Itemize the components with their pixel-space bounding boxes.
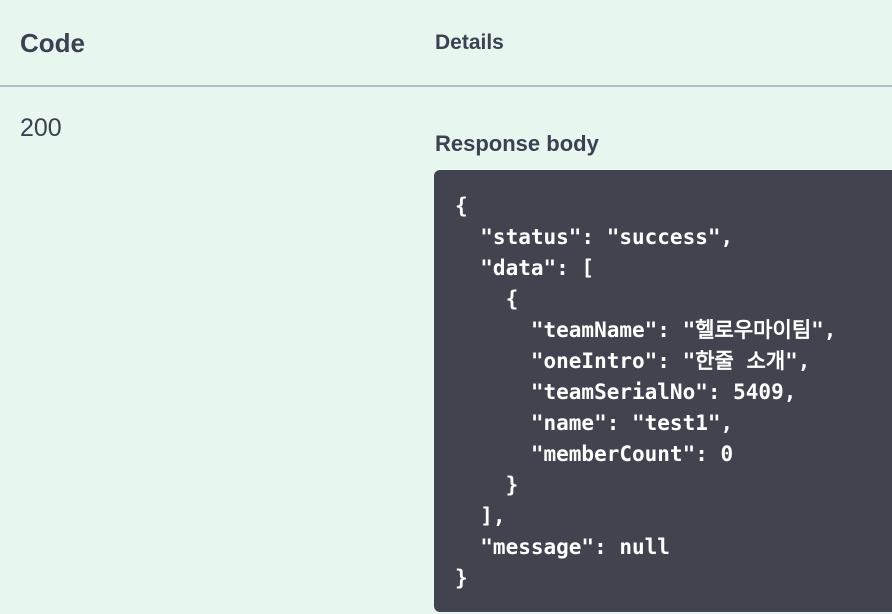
code-column-header: Code <box>20 28 85 58</box>
response-body-json[interactable]: { "status": "success", "data": [ { "team… <box>455 194 837 590</box>
details-column-header: Details <box>435 31 504 54</box>
response-body-code-block[interactable]: { "status": "success", "data": [ { "team… <box>434 170 892 612</box>
response-status-code: 200 <box>20 114 62 142</box>
response-body-label: Response body <box>435 131 599 156</box>
header-divider <box>0 85 892 87</box>
